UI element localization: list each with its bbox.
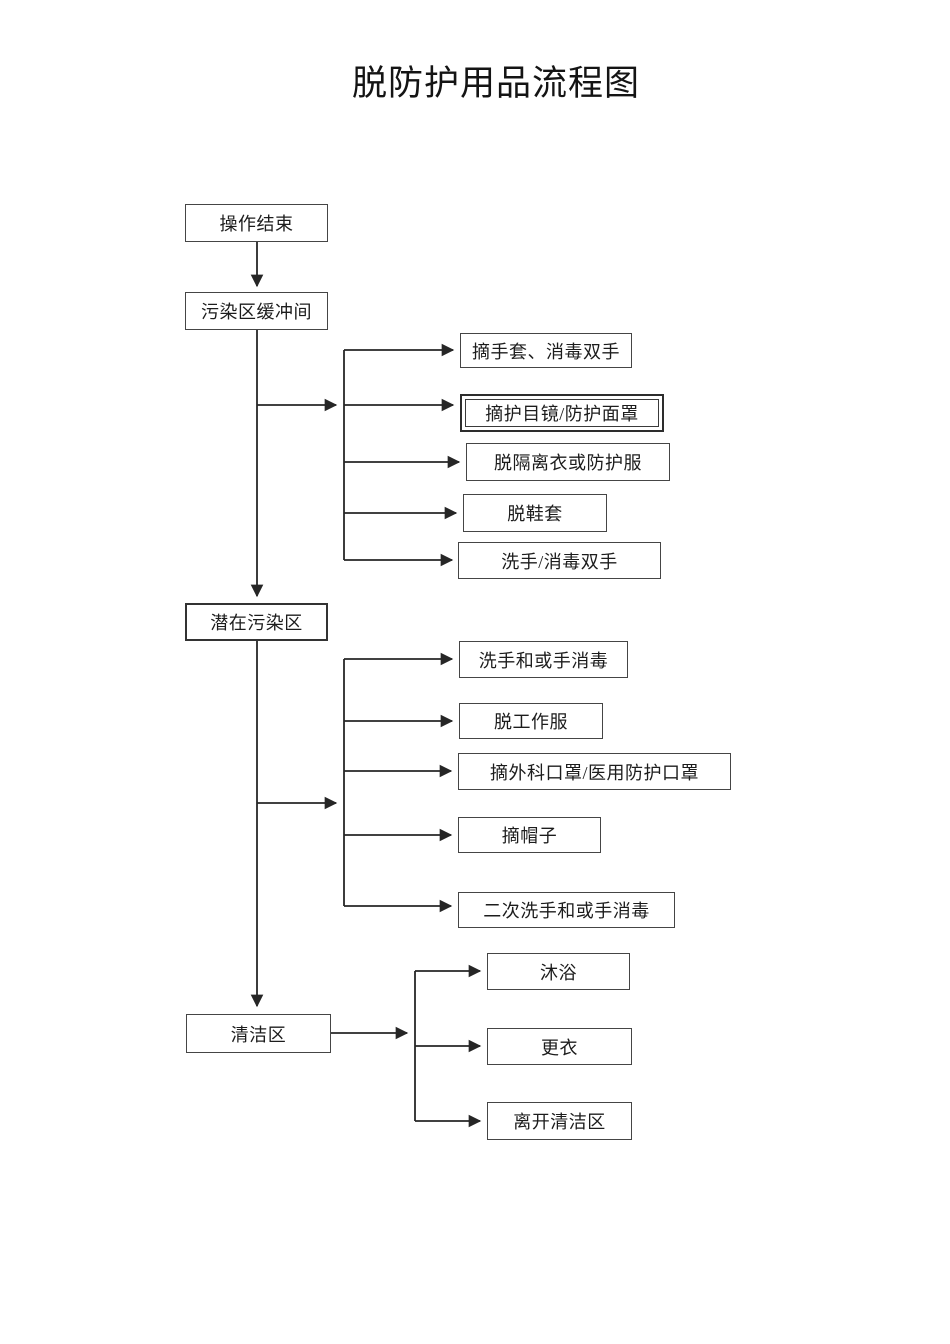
- node-clean-zone: 清洁区: [186, 1014, 331, 1053]
- node-leave-clean-zone: 离开清洁区: [487, 1102, 632, 1140]
- node-remove-gown: 脱隔离衣或防护服: [466, 443, 670, 481]
- node-shower-label: 沐浴: [540, 962, 577, 983]
- node-clean-zone-label: 清洁区: [230, 1024, 287, 1045]
- node-remove-goggles-label: 摘护目镜/防护面罩: [485, 404, 639, 424]
- node-remove-gown-label: 脱隔离衣或防护服: [494, 453, 642, 473]
- node-buffer-room: 污染区缓冲间: [185, 292, 328, 330]
- node-second-wash: 二次洗手和或手消毒: [458, 892, 675, 928]
- node-remove-masks-label: 摘外科口罩/医用防护口罩: [490, 762, 699, 783]
- node-buffer-room-label: 污染区缓冲间: [201, 302, 312, 322]
- node-change-clothes: 更衣: [487, 1028, 632, 1065]
- node-wash-or-sanitize: 洗手和或手消毒: [459, 641, 628, 678]
- node-potential-zone: 潜在污染区: [185, 603, 328, 641]
- node-remove-gloves-label: 摘手套、消毒双手: [472, 341, 620, 362]
- node-remove-masks: 摘外科口罩/医用防护口罩: [458, 753, 731, 790]
- node-wash-disinfect-hands-label: 洗手/消毒双手: [501, 551, 618, 572]
- node-leave-clean-zone-label: 离开清洁区: [513, 1112, 606, 1132]
- node-operation-end: 操作结束: [185, 204, 328, 242]
- node-remove-goggles: 摘护目镜/防护面罩: [460, 394, 664, 432]
- node-wash-or-sanitize-label: 洗手和或手消毒: [478, 650, 609, 671]
- node-second-wash-label: 二次洗手和或手消毒: [483, 901, 650, 921]
- node-remove-work-clothes: 脱工作服: [459, 703, 603, 739]
- node-remove-shoe-covers: 脱鞋套: [463, 494, 607, 532]
- node-remove-cap-label: 摘帽子: [501, 826, 558, 846]
- node-change-clothes-label: 更衣: [541, 1037, 578, 1058]
- node-remove-cap: 摘帽子: [458, 817, 601, 853]
- node-remove-shoe-covers-label: 脱鞋套: [507, 504, 563, 524]
- node-operation-end-label: 操作结束: [219, 214, 294, 234]
- node-wash-disinfect-hands: 洗手/消毒双手: [458, 542, 661, 579]
- node-remove-work-clothes-label: 脱工作服: [494, 712, 568, 732]
- node-shower: 沐浴: [487, 953, 630, 990]
- page-title: 脱防护用品流程图: [352, 64, 641, 103]
- node-potential-zone-label: 潜在污染区: [210, 613, 303, 633]
- node-remove-gloves: 摘手套、消毒双手: [460, 333, 632, 368]
